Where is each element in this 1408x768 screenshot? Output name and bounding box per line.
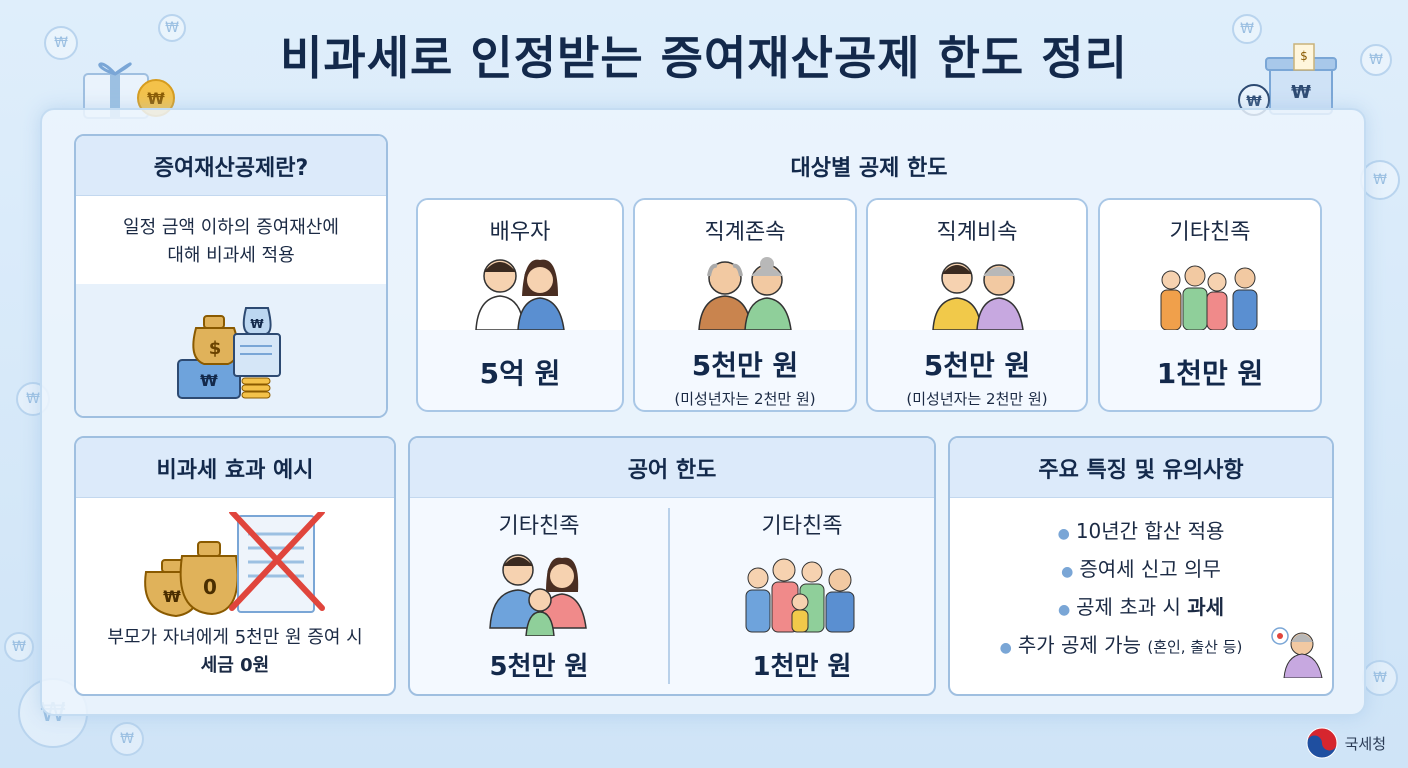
svg-text:₩: ₩ — [163, 587, 181, 606]
limits-title: 대상별 공제 한도 — [790, 156, 948, 181]
definition-text: 일정 금액 이하의 증여재산에 대해 비과세 적용 — [123, 217, 339, 266]
bg-coin-icon: ₩ — [1232, 14, 1262, 44]
svg-text:0: 0 — [203, 575, 217, 599]
limit-label: 배우자 — [489, 220, 551, 245]
limit-card-other-relatives: 기타친족 1천만 원 — [1098, 198, 1322, 412]
gift-box-icon: ₩ — [83, 62, 175, 119]
svg-text:₩: ₩ — [1246, 94, 1262, 110]
common-item: 기타친족 1천만 원 — [670, 508, 934, 683]
example-header: 비과세 효과 예시 — [76, 438, 394, 498]
example-card: 비과세 효과 예시 ₩ 0 부모가 자녀에게 5천만 원 증여 시 세금 0원 — [74, 436, 396, 696]
limit-note: (미성년자는 2천만 원) — [906, 390, 1048, 408]
grandmother-icon — [1271, 627, 1323, 678]
feature-item: ●증여세 신고 의무 — [1061, 557, 1221, 581]
couple-icon — [418, 252, 622, 330]
bg-coin-icon: ₩ — [1360, 160, 1400, 200]
definition-header: 증여재산공제란? — [76, 136, 386, 196]
limit-amount: 5천만 원 — [923, 349, 1031, 382]
example-illustration: ₩ 0 — [76, 498, 394, 624]
logo-text: 국세청 — [1344, 734, 1386, 753]
feature-item: ●추가 공제 가능 (혼인, 출산 등) — [999, 633, 1243, 657]
money-bag-icon: ₩ $ ₩ — [177, 307, 281, 399]
nts-logo: 국세청 — [1305, 726, 1386, 760]
page-title: 비과세로 인정받는 증여재산공제 한도 정리 — [280, 31, 1128, 85]
bg-coin-icon: ₩ — [110, 722, 144, 756]
child-grandparent-icon — [868, 252, 1086, 330]
limit-label: 직계비속 — [936, 220, 1018, 245]
bg-coin-icon: ₩ — [1362, 660, 1398, 696]
definition-illustration: ₩ $ ₩ — [76, 284, 386, 416]
common-item: 기타친족 5천만 원 — [410, 508, 668, 683]
svg-text:$: $ — [209, 338, 222, 359]
features-card: 주요 특징 및 유의사항 ●10년간 합산 적용 ●증여세 신고 의무 ●공제 … — [948, 436, 1334, 696]
definition-card: 증여재산공제란? 일정 금액 이하의 증여재산에 대해 비과세 적용 ₩ $ ₩ — [74, 134, 388, 418]
limit-label: 직계존속 — [704, 220, 786, 245]
bg-coin-icon: ₩ — [44, 26, 78, 60]
divider — [668, 508, 670, 684]
svg-text:$: $ — [1300, 49, 1308, 63]
common-header: 공어 한도 — [410, 438, 934, 498]
limit-amount: 1천만 원 — [1156, 357, 1264, 390]
feature-item: ●공제 초과 시 과세 — [1057, 595, 1225, 619]
bg-coin-icon: ₩ — [1360, 44, 1392, 76]
feature-item: ●10년간 합산 적용 — [1057, 519, 1225, 543]
limit-card-spouse: 배우자 5억 원 — [416, 198, 624, 412]
svg-text:₩: ₩ — [1291, 82, 1311, 103]
family-icon — [489, 554, 587, 637]
family-group-icon — [1100, 252, 1320, 330]
limit-amount: 5천만 원 — [691, 349, 799, 382]
money-bag-no-tax-icon: ₩ 0 — [144, 512, 325, 618]
limit-card-ascendant: 직계존속 5천만 원 (미성년자는 2천만 원) — [633, 198, 857, 412]
extended-family-icon — [745, 558, 855, 633]
features-header: 주요 특징 및 유의사항 — [950, 438, 1332, 498]
example-text: 부모가 자녀에게 5천만 원 증여 시 세금 0원 — [107, 627, 363, 676]
bg-coin-icon: ₩ — [158, 14, 186, 42]
limit-amount: 5억 원 — [479, 357, 561, 390]
features-list: ●10년간 합산 적용 ●증여세 신고 의무 ●공제 초과 시 과세 ●추가 공… — [950, 498, 1332, 664]
limit-note: (미성년자는 2천만 원) — [674, 390, 816, 408]
common-card: 공어 한도 기타친족 5천만 원 기타친족 — [408, 436, 936, 696]
taegeuk-logo-icon — [1306, 727, 1338, 759]
svg-text:₩: ₩ — [250, 317, 264, 331]
svg-text:₩: ₩ — [147, 89, 165, 108]
svg-text:₩: ₩ — [200, 371, 218, 390]
limit-card-descendant: 직계비속 5천만 원 (미성년자는 2천만 원) — [866, 198, 1088, 412]
grandparents-icon — [635, 252, 855, 330]
bg-coin-icon: ₩ — [4, 632, 34, 662]
limit-label: 기타친족 — [1169, 220, 1251, 245]
